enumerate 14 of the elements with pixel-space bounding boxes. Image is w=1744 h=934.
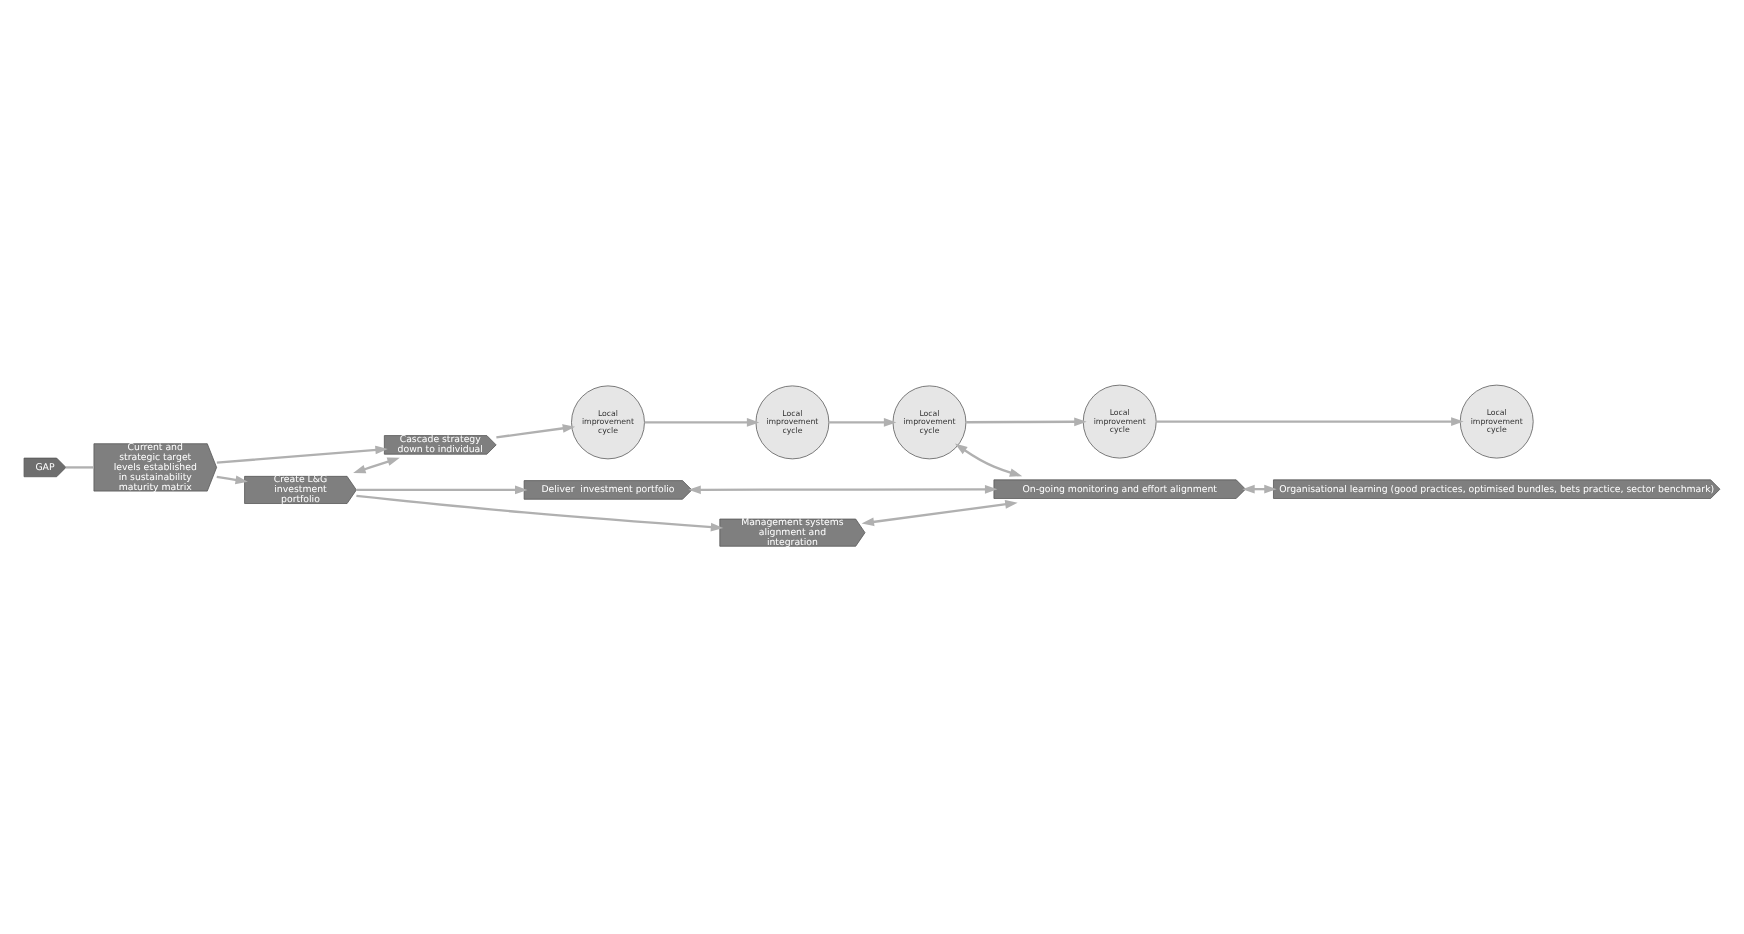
arrow	[216, 474, 248, 484]
arrow	[966, 416, 1087, 426]
arrow	[955, 442, 1023, 476]
arrow	[1156, 416, 1464, 425]
arrow	[496, 423, 576, 438]
arrow	[644, 417, 760, 426]
arrow	[688, 484, 998, 494]
arrow	[861, 499, 1018, 526]
arrow	[216, 444, 388, 463]
arrow	[356, 484, 528, 494]
connector	[65, 465, 94, 468]
arrow	[356, 493, 724, 531]
arrow	[353, 456, 400, 473]
arrow	[829, 417, 897, 426]
